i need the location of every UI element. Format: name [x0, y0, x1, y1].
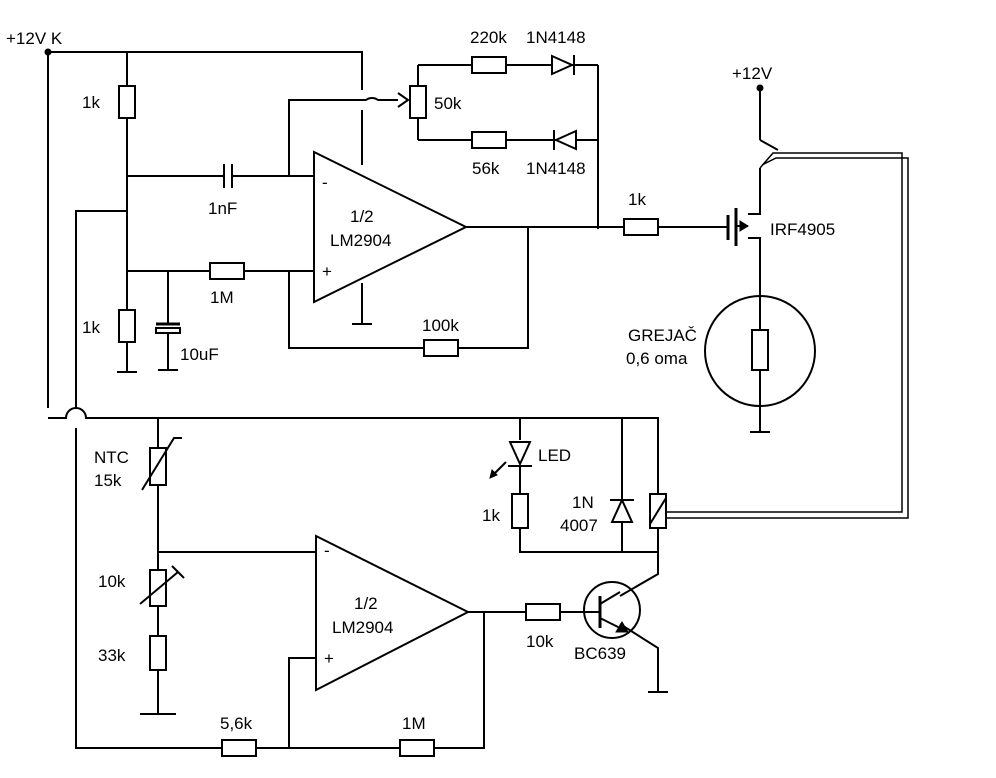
opamp-2 [315, 534, 471, 692]
transistor-bc639 [583, 581, 641, 639]
transistor-label: BC639 [574, 644, 626, 663]
pot-50k-label: 50k [434, 94, 462, 113]
r-33k-label: 33k [98, 646, 126, 665]
heater-resistor [751, 329, 769, 371]
opamp2-frac: 1/2 [354, 594, 378, 613]
capacitor-1nf [223, 164, 233, 188]
ntc-label-1: NTC [94, 448, 129, 467]
heater-element [704, 295, 816, 407]
diode-1n4007 [610, 497, 634, 523]
relay-coil [649, 493, 667, 529]
diode-1n-label-1: 1N [572, 493, 594, 512]
led-diode [489, 441, 532, 479]
resistor-1m-top [209, 262, 245, 280]
potentiometer-50k [409, 85, 427, 119]
r-10k-base-label: 10k [526, 632, 554, 651]
r-100k-label: 100k [422, 316, 459, 335]
opamp1-minus: - [322, 173, 328, 192]
d-1n4148-bot-label: 1N4148 [526, 159, 586, 178]
ntc-label-2: 15k [94, 471, 122, 490]
supply-right-label: +12V [732, 64, 773, 83]
resistor-56k [471, 131, 507, 149]
resistor-5k6 [221, 739, 257, 757]
opamp1-plus: + [322, 262, 332, 281]
opamp1-frac: 1/2 [350, 207, 374, 226]
resistor-1k-bottom [118, 309, 136, 343]
supply-main-label: +12V K [6, 29, 63, 48]
r-1m-top-label: 1M [210, 288, 234, 307]
heater-label-2: 0,6 oma [626, 349, 688, 368]
opamp2-plus: + [324, 649, 334, 668]
opamp1-name: LM2904 [330, 231, 391, 250]
pot-wiper-arrow [397, 92, 410, 108]
resistor-1k-led [511, 493, 529, 529]
junction-dots [44, 48, 764, 92]
opamp2-name: LM2904 [332, 618, 393, 637]
resistor-1k-gate [623, 218, 659, 236]
diode-1n4148-top [551, 54, 575, 76]
trim-10k-label: 10k [98, 572, 126, 591]
heater-label-1: GREJAČ [628, 326, 697, 345]
led-label: LED [538, 446, 571, 465]
resistor-220k [471, 56, 507, 74]
opamp2-minus: - [324, 541, 330, 560]
r-56k-label: 56k [472, 159, 500, 178]
resistor-1k-top [118, 85, 136, 119]
c-10uf-label: 10uF [180, 345, 219, 364]
resistor-100k [423, 339, 459, 357]
capacitor-10uf [155, 322, 181, 334]
r-220k-label: 220k [470, 28, 507, 47]
r-5k6-label: 5,6k [220, 714, 253, 733]
ntc-thermistor [141, 437, 182, 491]
d-1n4148-top-label: 1N4148 [526, 28, 586, 47]
r-top-left-label: 1k [82, 93, 100, 112]
r-gate-label: 1k [628, 190, 646, 209]
mosfet-label: IRF4905 [770, 220, 835, 239]
wires [47, 51, 909, 749]
resistor-33k [149, 635, 167, 671]
diode-1n4148-bottom [553, 129, 577, 151]
c-1nf-label: 1nF [208, 199, 237, 218]
resistor-1m-bottom [399, 739, 435, 757]
r-led-label: 1k [482, 506, 500, 525]
diode-1n-label-2: 4007 [560, 516, 598, 535]
opamp-1 [313, 150, 469, 304]
mosfet-irf4905 [726, 208, 749, 246]
relay-switch [759, 139, 779, 151]
r-1m-bot-label: 1M [402, 714, 426, 733]
trimmer-10k [139, 565, 185, 607]
r-bot-left-label: 1k [82, 318, 100, 337]
resistor-10k-base [525, 603, 561, 621]
